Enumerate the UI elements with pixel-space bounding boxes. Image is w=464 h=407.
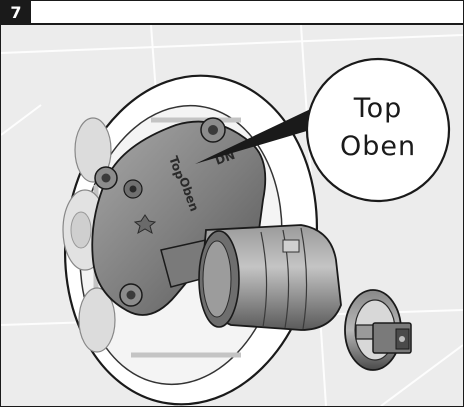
magnifier-callout: Top Oben (305, 57, 451, 203)
header-rule (1, 23, 463, 25)
callout-text-oben: Oben (340, 131, 416, 162)
knockout-hole (74, 117, 112, 183)
valve-body: Top Oben DN (91, 117, 267, 316)
valve-installation-illustration: Top Oben DN (1, 25, 463, 406)
valve-cartridge (198, 224, 342, 331)
knockout-hole (78, 287, 116, 353)
step-number-badge: 7 (1, 1, 31, 24)
callout-leader (195, 105, 327, 164)
alignment-mark (133, 214, 157, 235)
callout-text-top: Top (353, 93, 403, 124)
valve-stem-cap (344, 289, 412, 371)
